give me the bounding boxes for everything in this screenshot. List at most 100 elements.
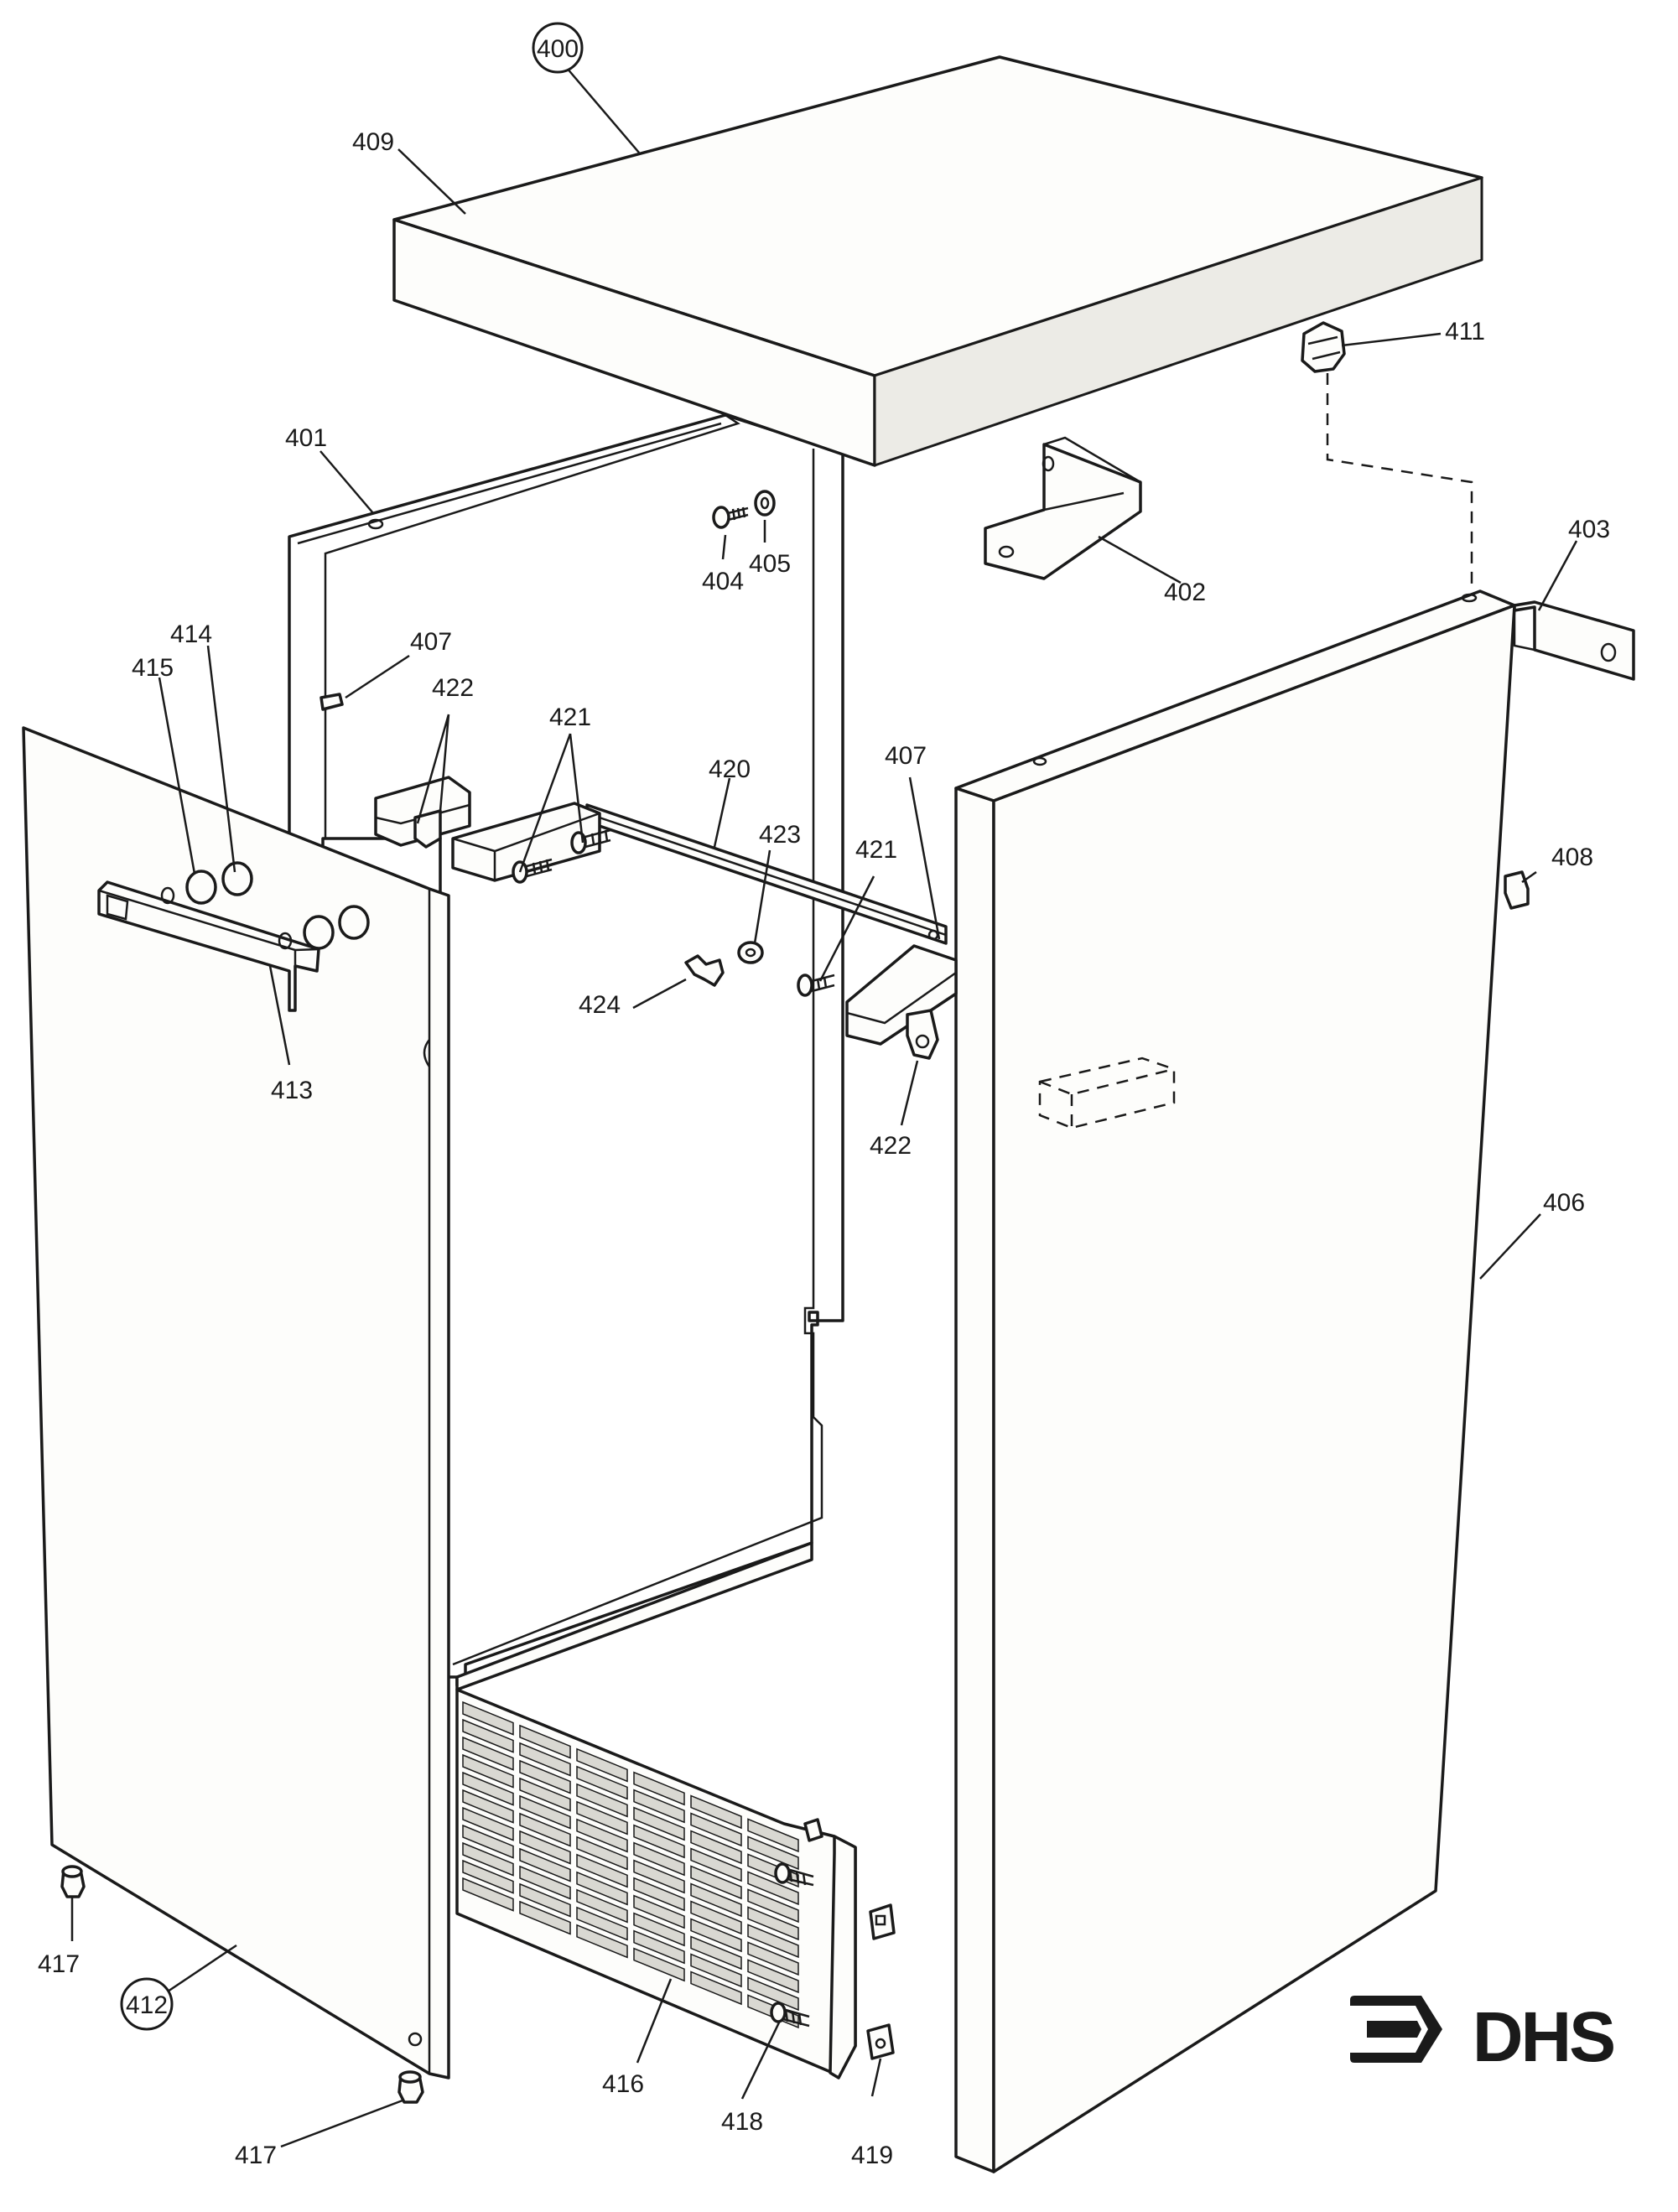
grille-slot xyxy=(576,1818,628,1853)
grille-slot xyxy=(747,1906,799,1941)
grille-slot xyxy=(690,1794,742,1830)
callout-423-text: 423 xyxy=(759,821,801,849)
bracket-403 xyxy=(1513,600,1635,681)
grille-slot xyxy=(462,1701,514,1736)
left-door xyxy=(22,726,450,2080)
grille-slot xyxy=(462,1806,514,1841)
grille-slot xyxy=(690,1847,742,1882)
callout-413-text: 413 xyxy=(271,1077,313,1104)
grille-slot xyxy=(633,1824,685,1859)
grille-slot xyxy=(747,1818,799,1853)
grille-slot xyxy=(690,1971,742,2006)
callout-421a-text: 421 xyxy=(549,704,591,731)
grille-slot xyxy=(519,1724,571,1759)
grille-slot xyxy=(576,1888,628,1924)
clips-419 xyxy=(866,1903,896,2060)
grille-slot xyxy=(519,1865,571,1900)
grille-slot xyxy=(747,1976,799,2012)
washer-423 xyxy=(737,941,764,964)
callout-409-text: 409 xyxy=(352,128,394,156)
callout-407a-text: 407 xyxy=(410,628,452,656)
screw-404 xyxy=(712,506,749,529)
callout-422a-text: 422 xyxy=(432,674,474,702)
handle-413 xyxy=(97,880,320,1012)
grille-slot xyxy=(633,1894,685,1929)
front-grille xyxy=(455,1541,857,2080)
callout-400: 400 xyxy=(532,22,584,74)
pad-408 xyxy=(1504,870,1530,910)
grille-slot xyxy=(462,1753,514,1789)
grille-slot xyxy=(519,1830,571,1865)
grille-slot xyxy=(462,1841,514,1877)
callout-419-text: 419 xyxy=(851,2142,893,2169)
wingnut-424 xyxy=(684,954,725,987)
grille-slot xyxy=(747,1888,799,1924)
grille-slot xyxy=(576,1871,628,1906)
callout-412: 412 xyxy=(120,1977,174,2031)
grille-slot xyxy=(462,1736,514,1771)
grille-slot xyxy=(519,1847,571,1882)
grille-slot xyxy=(576,1800,628,1836)
grille-slot xyxy=(633,1912,685,1947)
foot-417-left xyxy=(60,1865,86,1898)
stud-418-bottom xyxy=(770,2002,810,2028)
grille-slot xyxy=(576,1906,628,1941)
leader-lines xyxy=(70,66,1578,2148)
grille-slot xyxy=(633,1859,685,1894)
grille-slot xyxy=(462,1718,514,1753)
callout-418-text: 418 xyxy=(721,2108,763,2136)
grille-slot xyxy=(690,1812,742,1847)
callout-417b-text: 417 xyxy=(235,2142,277,2169)
grille-slot xyxy=(519,1812,571,1847)
callout-411-text: 411 xyxy=(1445,318,1485,345)
callout-420-text: 420 xyxy=(709,756,751,783)
callout-405-text: 405 xyxy=(749,550,791,578)
grille-slot xyxy=(576,1924,628,1959)
grille-slot xyxy=(633,1877,685,1912)
callout-421b-text: 421 xyxy=(855,836,897,864)
callout-406-text: 406 xyxy=(1543,1189,1585,1217)
bracket-402 xyxy=(984,436,1142,580)
grille-slot xyxy=(462,1859,514,1894)
grille-slot xyxy=(576,1747,628,1783)
grille-slot xyxy=(519,1794,571,1830)
grille-slot xyxy=(462,1771,514,1806)
grille-slot xyxy=(633,1841,685,1877)
foot-417-bottom xyxy=(397,2070,424,2104)
callout-401-text: 401 xyxy=(285,424,327,452)
callout-412-text: 412 xyxy=(126,1991,168,2019)
callout-404-text: 404 xyxy=(702,568,744,595)
grille-slot xyxy=(690,1935,742,1971)
callout-400-text: 400 xyxy=(537,35,579,63)
grille-vents xyxy=(462,1701,799,2029)
right-side-panel xyxy=(954,589,1516,2173)
callout-414-text: 414 xyxy=(170,621,212,648)
grille-slot xyxy=(633,1806,685,1841)
grille-slot xyxy=(633,1789,685,1824)
callout-422b-text: 422 xyxy=(870,1132,912,1160)
logo-text: DHS xyxy=(1473,1997,1613,2076)
rear-frame xyxy=(288,413,844,1878)
spacers-414-415 xyxy=(160,861,370,950)
grille-slot xyxy=(633,1929,685,1965)
dhs-logo: DHS xyxy=(1350,1996,1616,2076)
grille-slot xyxy=(519,1742,571,1777)
callout-408-text: 408 xyxy=(1551,844,1593,871)
grille-slot xyxy=(519,1759,571,1794)
grille-slot xyxy=(519,1777,571,1812)
grille-slot xyxy=(690,1900,742,1935)
grille-slot xyxy=(690,1830,742,1865)
grille-slot xyxy=(576,1853,628,1888)
grille-slot xyxy=(747,1959,799,1994)
washer-405 xyxy=(754,490,776,517)
grille-slot xyxy=(690,1882,742,1918)
pin-407-left xyxy=(319,693,344,711)
grille-slot xyxy=(633,1771,685,1806)
grille-slot xyxy=(462,1789,514,1824)
grille-slot xyxy=(519,1900,571,1935)
grille-slot xyxy=(690,1953,742,1988)
grille-slot xyxy=(576,1783,628,1818)
grille-slot xyxy=(690,1865,742,1900)
grille-slot xyxy=(747,1924,799,1959)
